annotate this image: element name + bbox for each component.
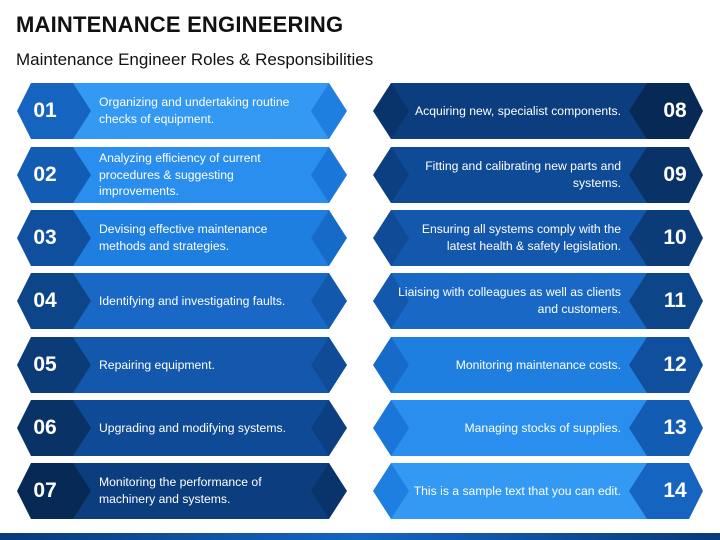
item-number: 14 — [663, 479, 687, 502]
item-text: Devising effective maintenance methods a… — [99, 222, 268, 253]
list-item: 10 Ensuring all systems comply with the … — [373, 210, 703, 266]
item-number: 01 — [33, 99, 57, 122]
item-text: Acquiring new, specialist components. — [415, 103, 621, 118]
list-item: 05 Repairing equipment. — [17, 337, 347, 393]
item-text: Upgrading and modifying systems. — [99, 420, 286, 435]
list-item: 11 Liaising with colleagues as well as c… — [373, 273, 703, 329]
item-text: Liaising with colleagues as well as clie… — [398, 285, 621, 316]
list-item: 04 Identifying and investigating faults. — [17, 273, 347, 329]
list-item: 01 Organizing and undertaking routine ch… — [17, 83, 347, 139]
item-text: Repairing equipment. — [99, 357, 215, 372]
item-number: 03 — [33, 226, 57, 249]
list-item: 13 Managing stocks of supplies. — [373, 400, 703, 456]
item-text: This is a sample text that you can edit. — [413, 483, 621, 498]
item-number: 09 — [663, 163, 687, 186]
list-item: 03 Devising effective maintenance method… — [17, 210, 347, 266]
item-text: Monitoring the performance of machinery … — [99, 475, 262, 506]
item-number: 13 — [663, 416, 687, 439]
item-text: Managing stocks of supplies. — [464, 420, 622, 435]
list-item: 08 Acquiring new, specialist components. — [373, 83, 703, 139]
page-title: MAINTENANCE ENGINEERING — [16, 12, 344, 37]
item-number: 12 — [663, 353, 687, 376]
list-item: 07 Monitoring the performance of machine… — [17, 463, 347, 519]
page-subtitle: Maintenance Engineer Roles & Responsibil… — [16, 50, 374, 69]
item-text: Fitting and calibrating new parts and sy… — [425, 159, 621, 190]
item-text: Monitoring maintenance costs. — [455, 357, 621, 372]
bottom-accent-bar — [0, 533, 720, 540]
item-number: 08 — [663, 99, 687, 122]
item-text: Ensuring all systems comply with the lat… — [421, 222, 621, 253]
list-item: 02 Analyzing efficiency of current proce… — [17, 147, 347, 203]
list-item: 14 This is a sample text that you can ed… — [373, 463, 703, 519]
item-text: Analyzing efficiency of current procedur… — [99, 150, 261, 199]
item-text: Identifying and investigating faults. — [99, 293, 286, 308]
item-number: 02 — [33, 163, 57, 186]
item-text: Organizing and undertaking routine check… — [99, 95, 290, 126]
item-number: 07 — [33, 479, 57, 502]
list-item: 06 Upgrading and modifying systems. — [17, 400, 347, 456]
item-number: 11 — [663, 289, 687, 312]
item-number: 04 — [33, 289, 57, 312]
list-item: 12 Monitoring maintenance costs. — [373, 337, 703, 393]
item-number: 10 — [663, 226, 687, 249]
list-item: 09 Fitting and calibrating new parts and… — [373, 147, 703, 203]
item-number: 06 — [33, 416, 57, 439]
item-number: 05 — [33, 353, 57, 376]
